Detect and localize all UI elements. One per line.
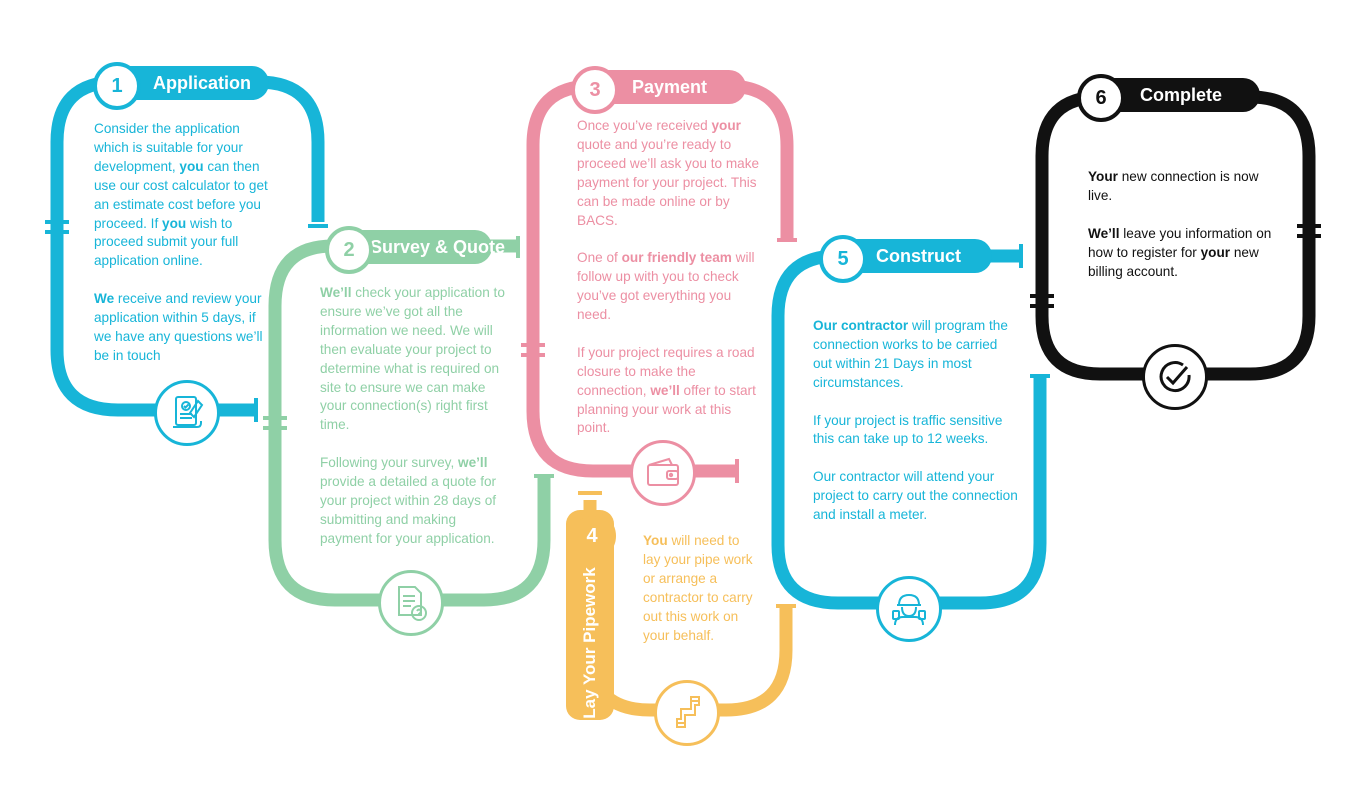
emphasis-text: we’ll	[458, 455, 488, 471]
pipe-icon	[676, 696, 700, 728]
body-text: Consider the application which is suitab…	[94, 121, 243, 174]
step-4-description: You will need to lay your pipe work or a…	[643, 532, 755, 664]
step-1-description: Consider the application which is suitab…	[94, 120, 276, 385]
body-text: new billing account.	[1088, 244, 1259, 279]
step-1-number: 1	[93, 62, 141, 110]
step-1-title: Application	[153, 73, 251, 93]
step-6-number: 6	[1077, 74, 1125, 122]
step-3-paragraph: If your project requires a road closure …	[577, 344, 763, 439]
emphasis-text: We’ll	[320, 285, 352, 300]
step-2-number: 2	[325, 226, 373, 274]
body-text: will need to lay your pipe work or arran…	[643, 533, 753, 643]
body-text: If your project is traffic sensitive thi…	[813, 412, 1003, 447]
step-2-paragraph: Following your survey, we’ll provide a d…	[320, 454, 506, 549]
body-text: can then use our cost calculator to get …	[94, 158, 268, 231]
emphasis-text: your	[711, 118, 741, 133]
application-form-icon	[173, 396, 204, 428]
step-5-number: 5	[819, 235, 867, 283]
emphasis-text: We	[94, 291, 115, 307]
body-text: wish to proceed submit your full applica…	[94, 215, 239, 269]
body-text: provide a detailed a quote for your proj…	[320, 474, 497, 546]
emphasis-text: you	[162, 215, 187, 231]
step-6-paragraph: We’ll leave you information on how to re…	[1088, 225, 1282, 282]
step-3-description: Once you’ve received your quote and you’…	[577, 117, 763, 457]
step-5-description: Our contractor will program the connecti…	[813, 317, 1019, 544]
step-6-paragraph: Your new connection is now live.	[1088, 168, 1282, 206]
step-5-paragraph: Our contractor will program the connecti…	[813, 317, 1019, 393]
step-6-title: Complete	[1140, 85, 1223, 105]
step-3-number: 3	[571, 66, 619, 114]
body-text: One of	[577, 250, 622, 266]
step-1-icon-badge	[154, 380, 220, 446]
body-text: offer to start planning your work at thi…	[577, 382, 756, 436]
step-5-paragraph: If your project is traffic sensitive thi…	[813, 412, 1019, 450]
emphasis-text: Your	[1088, 169, 1118, 184]
body-text: If your project requires a road closure …	[577, 344, 755, 398]
step-4-number: 4	[568, 512, 616, 560]
step-3-icon-badge	[630, 440, 696, 506]
step-4-title: Lay Your Pipework	[580, 567, 599, 719]
pipe-loop-3	[526, 79, 794, 478]
body-text: Once you’ve received	[577, 118, 712, 133]
step-5-icon-badge	[876, 576, 942, 642]
body-text: new connection is now live.	[1088, 169, 1259, 203]
step-5-paragraph: Our contractor will attend your project …	[813, 468, 1019, 525]
step-6-description: Your new connection is now live. We’ll le…	[1088, 168, 1282, 300]
pipe-loop-5	[771, 249, 1047, 610]
pipe-loop-1	[50, 75, 325, 417]
step-3-paragraph: Once you’ve received your quote and you’…	[577, 117, 763, 230]
emphasis-text: we’ll	[650, 382, 680, 398]
step-2-description: We’ll check your application to ensure w…	[320, 284, 506, 568]
step-6-icon-badge	[1142, 344, 1208, 410]
body-text: Our contractor will attend your project …	[813, 469, 1018, 523]
emphasis-text: Our contractor	[813, 318, 909, 333]
body-text: will follow up with you to check you’ve …	[577, 250, 755, 323]
checkmark-icon	[1159, 361, 1191, 393]
worker-icon	[892, 593, 926, 626]
document-question-icon	[398, 586, 427, 621]
emphasis-text: our friendly team	[621, 250, 732, 266]
step-3-paragraph: One of our friendly team will follow up …	[577, 249, 763, 325]
body-text: quote and you’re ready to proceed we’ll …	[577, 136, 760, 228]
pipe-loop-2	[268, 239, 551, 607]
body-text: will program the connection works to be …	[813, 318, 1008, 390]
step-3-title: Payment	[632, 77, 708, 97]
step-4-icon-badge	[654, 680, 720, 746]
step-2-paragraph: We’ll check your application to ensure w…	[320, 284, 506, 435]
body-text: check your application to ensure we’ve g…	[320, 285, 505, 433]
emphasis-text: you	[179, 158, 204, 174]
step-1-paragraph: We receive and review your application w…	[94, 290, 276, 366]
step-4-paragraph: You will need to lay your pipe work or a…	[643, 532, 755, 645]
step-2-title: Survey & Quote	[370, 237, 506, 257]
step-1-paragraph: Consider the application which is suitab…	[94, 120, 276, 271]
body-text: receive and review your application with…	[94, 291, 263, 363]
emphasis-text: We’ll	[1088, 225, 1120, 241]
step-2-icon-badge	[378, 570, 444, 636]
step-5-title: Construct	[876, 246, 961, 266]
emphasis-text: You	[643, 533, 668, 548]
body-text: Following your survey,	[320, 455, 459, 471]
wallet-icon	[647, 457, 679, 486]
body-text: leave you information on how to register…	[1088, 225, 1272, 260]
emphasis-text: your	[1200, 244, 1231, 260]
